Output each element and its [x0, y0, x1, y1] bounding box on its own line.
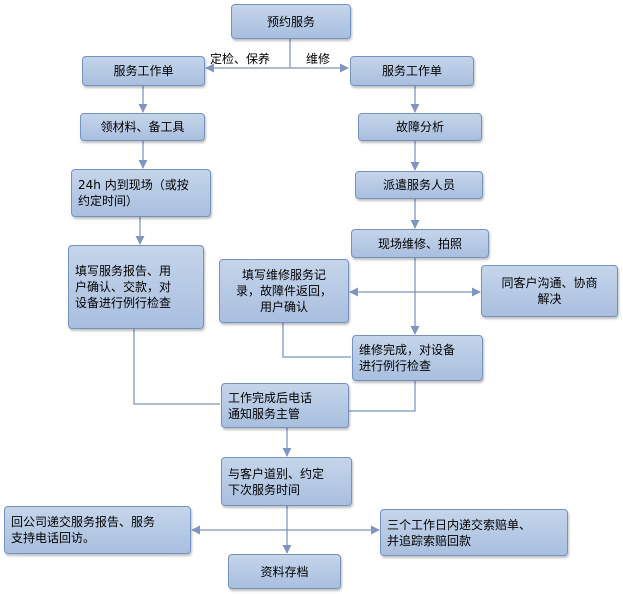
- node-materials: 领材料、备工具: [80, 113, 205, 141]
- node-repair-done-label: 维修完成，对设备 进行例行检查: [359, 343, 456, 373]
- node-claim-label: 三个工作日内递交索赔单、 并追踪索赔回款: [387, 517, 532, 548]
- node-archive: 资料存档: [228, 554, 341, 589]
- node-repair-photo: 现场维修、拍照: [351, 229, 489, 258]
- node-farewell: 与客户道别、约定 下次服务时间: [221, 457, 352, 506]
- edge-label-repair: 维修: [306, 52, 331, 66]
- node-repair-photo-label: 现场维修、拍照: [377, 236, 462, 251]
- node-fill-report-label: 填写服务报告、用 户确认、交款，对 设备进行例行检查: [75, 264, 172, 310]
- node-notify: 工作完成后电话 通知服务主管: [221, 383, 349, 428]
- node-order-right-label: 服务工作单: [381, 64, 442, 78]
- node-order-left: 服务工作单: [82, 56, 205, 86]
- node-order-right: 服务工作单: [350, 56, 474, 86]
- node-fill-report: 填写服务报告、用 户确认、交款，对 设备进行例行检查: [68, 245, 204, 329]
- connector-done-notify: [349, 381, 416, 412]
- node-dispatch-label: 派遣服务人员: [382, 178, 455, 192]
- node-fill-repair-label: 填写维修服务记 录，故障件返回， 用户确认: [235, 268, 332, 314]
- node-farewell-label: 与客户道别、约定 下次服务时间: [228, 466, 325, 497]
- node-arrive: 24h 内到现场（或按 约定时间）: [71, 169, 211, 217]
- node-notify-label: 工作完成后电话 通知服务主管: [228, 390, 313, 421]
- node-order-left-label: 服务工作单: [113, 64, 174, 78]
- connector-fillrepair-done: [282, 323, 351, 358]
- node-arrive-label: 24h 内到现场（或按 约定时间）: [78, 178, 189, 208]
- node-booking: 预约服务: [231, 4, 351, 39]
- node-archive-label: 资料存档: [260, 564, 309, 579]
- node-negotiate-label: 同客户沟通、协商 解决: [501, 276, 598, 306]
- node-submit: 回公司递交服务报告、服务 支持电话回访。: [4, 506, 191, 554]
- node-claim: 三个工作日内递交索赔单、 并追踪索赔回款: [380, 509, 568, 556]
- node-fault-analysis-label: 故障分析: [395, 120, 444, 134]
- node-negotiate: 同客户沟通、协商 解决: [481, 265, 618, 317]
- node-dispatch: 派遣服务人员: [355, 171, 483, 199]
- connector-report-notify: [133, 329, 220, 405]
- node-fill-repair: 填写维修服务记 录，故障件返回， 用户确认: [219, 259, 349, 323]
- node-materials-label: 领材料、备工具: [100, 120, 185, 134]
- node-submit-label: 回公司递交服务报告、服务 支持电话回访。: [11, 515, 156, 545]
- node-booking-label: 预约服务: [266, 14, 315, 29]
- edge-label-inspect: 定检、保养: [210, 52, 271, 66]
- node-repair-done: 维修完成，对设备 进行例行检查: [352, 335, 483, 381]
- node-fault-analysis: 故障分析: [358, 113, 482, 141]
